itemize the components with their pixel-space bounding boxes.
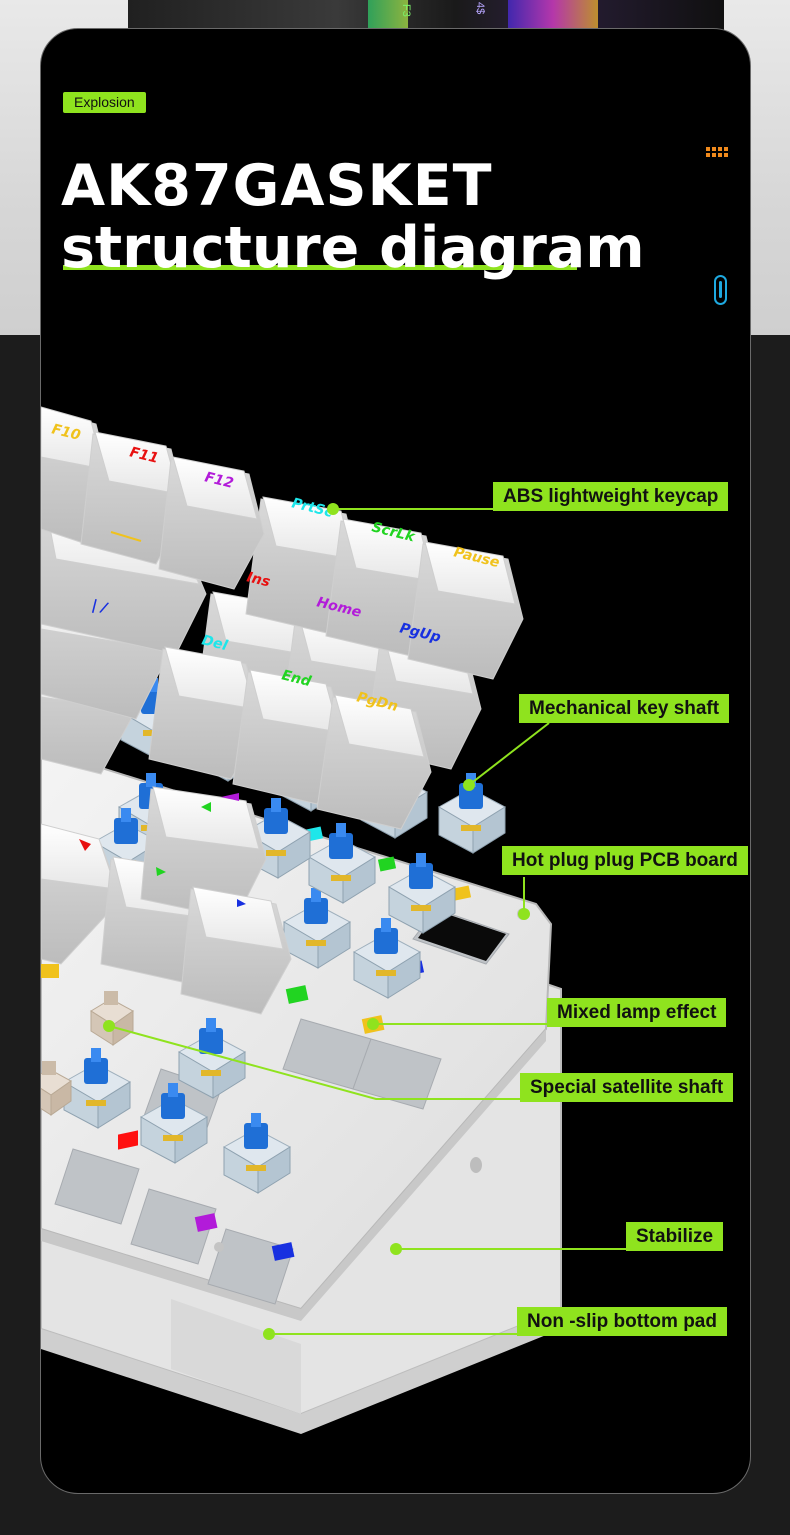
callout-lamp-effect: Mixed lamp effect [547, 998, 727, 1027]
scroll-indicator-icon [714, 275, 727, 305]
keycap-label-f12: F12 [203, 469, 235, 492]
keycap-label-f10: F10 [50, 421, 82, 444]
diagram-card: F10 F11 F12 PrtSc ScrLk Pause Ins Home P… [40, 28, 751, 1494]
page-title-line2: structure diagram [61, 215, 645, 281]
callout-pcb-board: Hot plug plug PCB board [502, 846, 748, 875]
page-title-line1: AK87GASKET [61, 153, 493, 219]
callout-stabilize: Stabilize [626, 1222, 724, 1251]
keycap-label-f11: F11 [128, 444, 160, 467]
section-tag: Explosion [63, 92, 146, 113]
keycap-label-del: Del [200, 632, 229, 654]
keyboard-photo-strip: F3 4$ [128, 0, 724, 30]
keycap-label-end: End [280, 667, 313, 690]
keyboard-exploded-illustration: F10 F11 F12 PrtSc ScrLk Pause Ins Home P… [41, 406, 629, 1434]
callout-mechanical-switch: Mechanical key shaft [519, 694, 730, 723]
strip-key-label: 4$ [474, 2, 486, 15]
strip-key-label: F3 [400, 4, 412, 17]
keycap-label-ins: Ins [245, 569, 272, 590]
title-underline [63, 265, 577, 270]
dots-grid-icon [706, 147, 728, 157]
keycap-label-backslash: | / [90, 597, 110, 617]
callout-abs-keycap: ABS lightweight keycap [493, 482, 729, 511]
callout-bottom-pad: Non -slip bottom pad [517, 1307, 727, 1336]
callout-satellite-shaft: Special satellite shaft [520, 1073, 734, 1102]
